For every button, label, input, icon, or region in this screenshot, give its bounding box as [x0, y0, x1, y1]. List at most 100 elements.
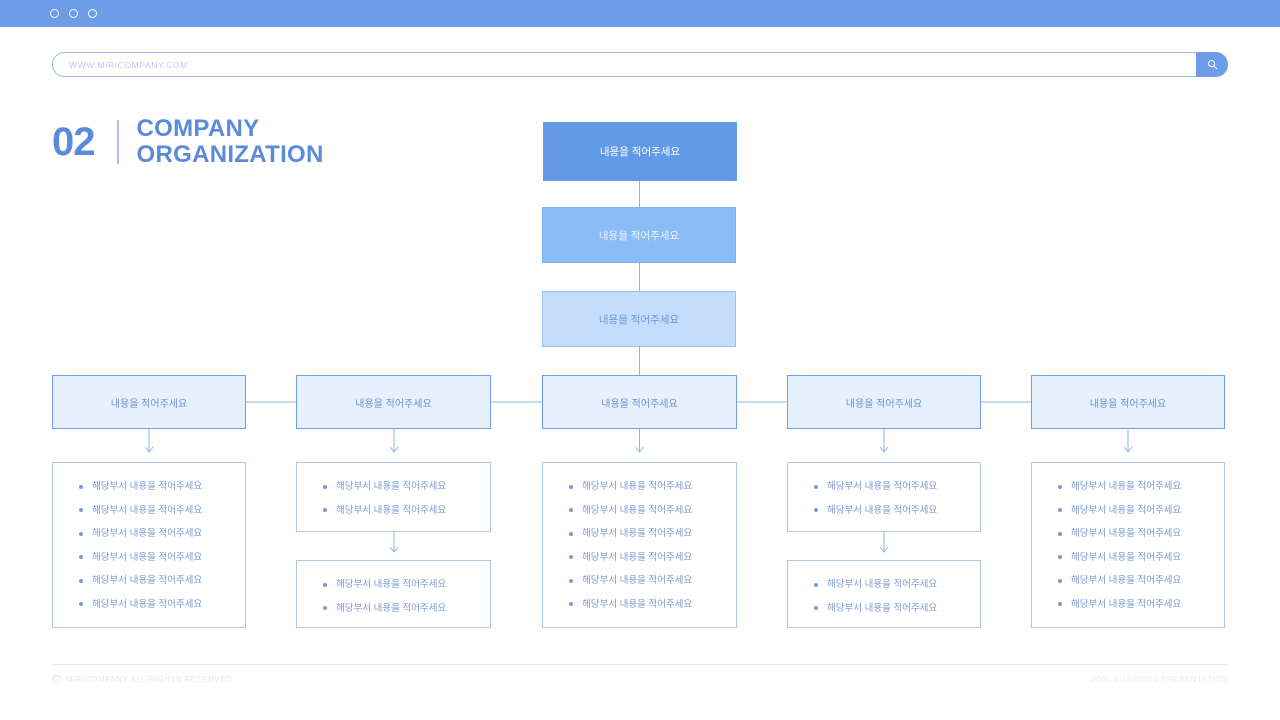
- list-item-label: 해당부서 내용을 적어주세요: [1071, 481, 1182, 492]
- list-item: 해당부서 내용을 적어주세요: [543, 593, 736, 617]
- bullet-icon: [79, 508, 83, 513]
- list-item: 해당부서 내용을 적어주세요: [297, 597, 490, 621]
- list-item: 해당부서 내용을 적어주세요: [1032, 546, 1224, 570]
- department-box-2-label: 내용을 적어주세요: [355, 398, 432, 410]
- list-item-label: 해당부서 내용을 적어주세요: [1071, 528, 1182, 539]
- bullet-icon: [569, 484, 573, 489]
- address-bar-row: WWW.MIRICOMPANY.COM: [52, 52, 1228, 77]
- list-item: 해당부서 내용을 적어주세요: [1032, 499, 1224, 523]
- bullet-icon: [814, 508, 818, 513]
- bullet-icon: [79, 531, 83, 536]
- org-node-level-2[interactable]: 내용을 적어주세요: [542, 207, 736, 263]
- list-item: 해당부서 내용을 적어주세요: [53, 522, 245, 546]
- list-item: 해당부서 내용을 적어주세요: [788, 499, 980, 523]
- list-item: 해당부서 내용을 적어주세요: [1032, 522, 1224, 546]
- list-item-label: 해당부서 내용을 적어주세요: [582, 504, 693, 516]
- department-box-2[interactable]: 내용을 적어주세요: [296, 375, 491, 429]
- list-item-label: 해당부서 내용을 적어주세요: [582, 481, 693, 492]
- bullet-icon: [814, 606, 818, 611]
- org-node-level-1-label: 내용을 적어주세요: [599, 146, 681, 158]
- footer-divider: [52, 664, 1228, 665]
- list-item-label: 해당부서 내용을 적어주세요: [827, 481, 938, 492]
- list-item-label: 해당부서 내용을 적어주세요: [827, 602, 938, 614]
- list-item-label: 해당부서 내용을 적어주세요: [1071, 504, 1182, 516]
- department-box-3[interactable]: 내용을 적어주세요: [542, 375, 737, 429]
- list-item-label: 해당부서 내용을 적어주세요: [827, 504, 938, 516]
- list-item: 해당부서 내용을 적어주세요: [1032, 593, 1224, 617]
- list-item: 해당부서 내용을 적어주세요: [543, 522, 736, 546]
- bullet-icon: [79, 602, 83, 607]
- bullet-icon: [79, 578, 83, 583]
- title-line-2: ORGANIZATION: [136, 141, 324, 169]
- url-text: WWW.MIRICOMPANY.COM: [69, 59, 188, 70]
- list-item-label: 해당부서 내용을 적어주세요: [1071, 551, 1182, 563]
- footer-tagline: 2060 BUSINESS PRESENTATION: [1091, 675, 1228, 684]
- list-item-label: 해당부서 내용을 적어주세요: [92, 551, 203, 563]
- list-item: 해당부서 내용을 적어주세요: [543, 499, 736, 523]
- window-dot-1-icon[interactable]: [50, 9, 59, 18]
- page-title: 02 COMPANY ORGANIZATION: [52, 115, 324, 169]
- list-item-label: 해당부서 내용을 적어주세요: [827, 579, 938, 590]
- title-number: 02: [52, 120, 95, 165]
- list-item: 해당부서 내용을 적어주세요: [297, 573, 490, 597]
- title-line-1: COMPANY: [136, 115, 260, 142]
- org-node-level-1[interactable]: 내용을 적어주세요: [543, 122, 737, 181]
- list-item: 해당부서 내용을 적어주세요: [788, 573, 980, 597]
- department-box-1-label: 내용을 적어주세요: [110, 398, 188, 410]
- department-box-4-label: 내용을 적어주세요: [845, 398, 923, 410]
- department-box-4[interactable]: 내용을 적어주세요: [787, 375, 981, 429]
- list-item-label: 해당부서 내용을 적어주세요: [1071, 598, 1182, 610]
- bullet-icon: [323, 484, 327, 489]
- search-button[interactable]: [1196, 52, 1228, 77]
- bullet-icon: [814, 484, 818, 489]
- bullet-icon: [569, 555, 573, 560]
- bullet-icon: [1058, 531, 1062, 536]
- bullet-icon: [569, 508, 573, 513]
- org-node-level-3[interactable]: 내용을 적어주세요: [542, 291, 736, 347]
- url-input[interactable]: WWW.MIRICOMPANY.COM: [52, 52, 1228, 77]
- list-item-label: 해당부서 내용을 적어주세요: [336, 579, 447, 590]
- title-heading: COMPANY ORGANIZATION: [136, 115, 324, 169]
- list-item-label: 해당부서 내용을 적어주세요: [336, 481, 447, 492]
- browser-titlebar: [0, 0, 1280, 27]
- list-item: 해당부서 내용을 적어주세요: [543, 475, 736, 499]
- window-dot-2-icon[interactable]: [69, 9, 78, 18]
- list-item-label: 해당부서 내용을 적어주세요: [92, 481, 203, 492]
- bullet-icon: [814, 582, 818, 587]
- org-node-level-3-label: 내용을 적어주세요: [598, 313, 680, 326]
- copyright-icon: C: [52, 675, 61, 684]
- list-item-label: 해당부서 내용을 적어주세요: [1071, 575, 1182, 586]
- footer-copyright-text: MIRICOMPANY ALL RIGHTS RESERVED.: [66, 675, 236, 684]
- department-box-5[interactable]: 내용을 적어주세요: [1031, 375, 1225, 429]
- list-item: 해당부서 내용을 적어주세요: [543, 569, 736, 593]
- bullet-icon: [569, 602, 573, 607]
- list-item: 해당부서 내용을 적어주세요: [788, 475, 980, 499]
- bullet-icon: [323, 582, 327, 587]
- bullet-icon: [569, 531, 573, 536]
- list-item-label: 해당부서 내용을 적어주세요: [582, 598, 693, 610]
- list-item-label: 해당부서 내용을 적어주세요: [92, 504, 203, 516]
- list-item-label: 해당부서 내용을 적어주세요: [582, 575, 693, 586]
- list-item: 해당부서 내용을 적어주세요: [788, 597, 980, 621]
- list-item-label: 해당부서 내용을 적어주세요: [336, 504, 447, 516]
- list-item: 해당부서 내용을 적어주세요: [297, 499, 490, 523]
- list-item-label: 해당부서 내용을 적어주세요: [92, 598, 203, 610]
- list-item-label: 해당부서 내용을 적어주세요: [582, 528, 693, 539]
- department-box-1[interactable]: 내용을 적어주세요: [52, 375, 246, 429]
- org-node-level-2-label: 내용을 적어주세요: [598, 229, 680, 242]
- window-dot-3-icon[interactable]: [88, 9, 97, 18]
- list-item-label: 해당부서 내용을 적어주세요: [336, 602, 447, 614]
